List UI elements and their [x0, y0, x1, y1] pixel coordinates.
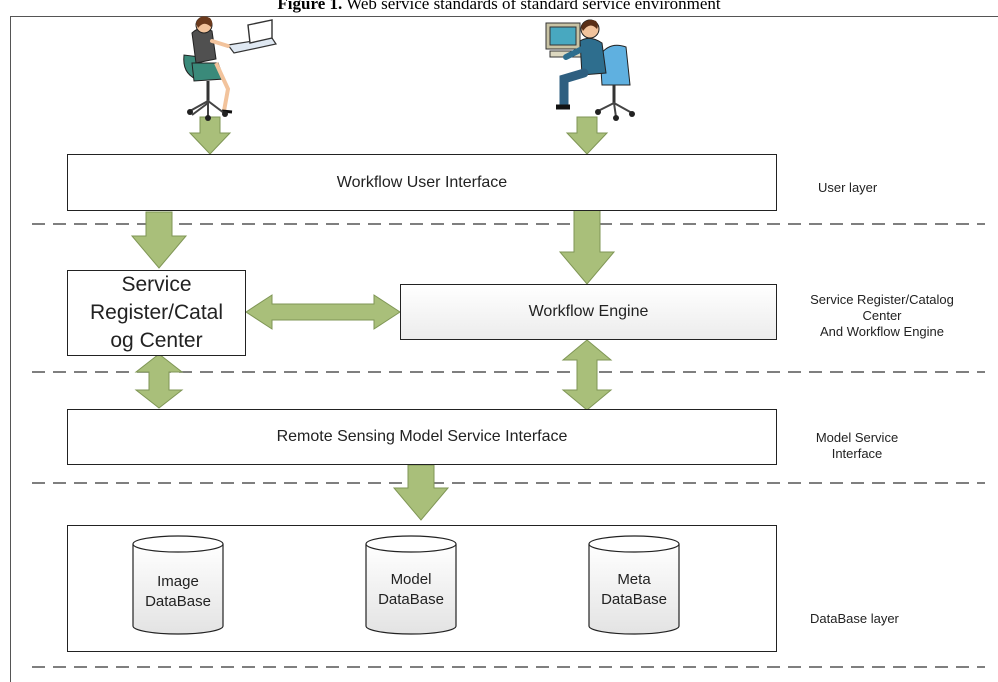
meta-database-label: Meta DataBase: [589, 570, 679, 610]
image-database-label-line-1: Image: [157, 573, 199, 590]
woman-at-laptop-icon: [183, 16, 277, 121]
meta-database-label-line-1: Meta: [617, 571, 651, 588]
user-layer-text: User layer: [818, 180, 878, 195]
model-service-interface-box: Remote Sensing Model Service Interface: [67, 409, 777, 465]
registry-engine-layer-line-2: Center: [862, 308, 902, 323]
figure-number: Figure 1.: [277, 0, 343, 13]
model-service-layer-line-1: Model Service: [815, 430, 899, 445]
workflow-user-interface-label: Workflow User Interface: [336, 173, 508, 191]
meta-database-label-line-2: DataBase: [601, 591, 667, 608]
registry-engine-layer-line-1: Service Register/Catalog: [810, 292, 954, 307]
model-database-label-line-1: Model: [390, 571, 432, 588]
service-registry-label-line-3: og Center: [110, 329, 203, 352]
meta-database-cylinder: [588, 535, 680, 635]
service-registry-label-line-2: Register/Catal: [89, 301, 224, 324]
figure-caption-text: Web service standards of standard servic…: [346, 0, 721, 13]
image-database-label-line-2: DataBase: [145, 593, 211, 610]
figure-frame: [10, 16, 998, 682]
model-database-label: Model DataBase: [366, 570, 456, 610]
registry-engine-layer-label: Service Register/Catalog Center And Work…: [782, 292, 982, 340]
workflow-engine-box: Workflow Engine: [400, 284, 777, 340]
arrow-ui-to-engine-icon: [558, 208, 616, 285]
model-database-cylinder: [365, 535, 457, 635]
arrow-registry-model-bidirectional-icon: [134, 353, 184, 409]
image-database-cylinder: [132, 535, 224, 635]
workflow-engine-label: Workflow Engine: [528, 303, 649, 320]
service-registry-label-line-1: Service: [121, 273, 192, 296]
arrow-user2-down-icon: [565, 116, 609, 155]
arrow-ui-to-registry-icon: [130, 211, 188, 269]
arrow-model-to-database-icon: [392, 464, 450, 521]
image-database-label: Image DataBase: [133, 572, 223, 612]
model-service-layer-label: Model Service Interface: [802, 430, 912, 462]
model-service-interface-label: Remote Sensing Model Service Interface: [276, 428, 568, 445]
workflow-user-interface-box: Workflow User Interface: [67, 154, 777, 211]
database-layer-label: DataBase layer: [810, 611, 899, 627]
model-database-label-line-2: DataBase: [378, 591, 444, 608]
registry-engine-layer-line-3: And Workflow Engine: [819, 324, 945, 339]
database-layer-text: DataBase layer: [810, 611, 899, 626]
user-layer-label: User layer: [818, 180, 877, 196]
arrow-user1-down-icon: [188, 116, 232, 155]
figure-caption: Figure 1. Web service standards of stand…: [0, 0, 998, 14]
service-registry-box: Service Register/Catal og Center: [67, 270, 246, 356]
model-service-layer-line-2: Interface: [831, 446, 883, 461]
man-at-computer-icon: [545, 19, 635, 121]
